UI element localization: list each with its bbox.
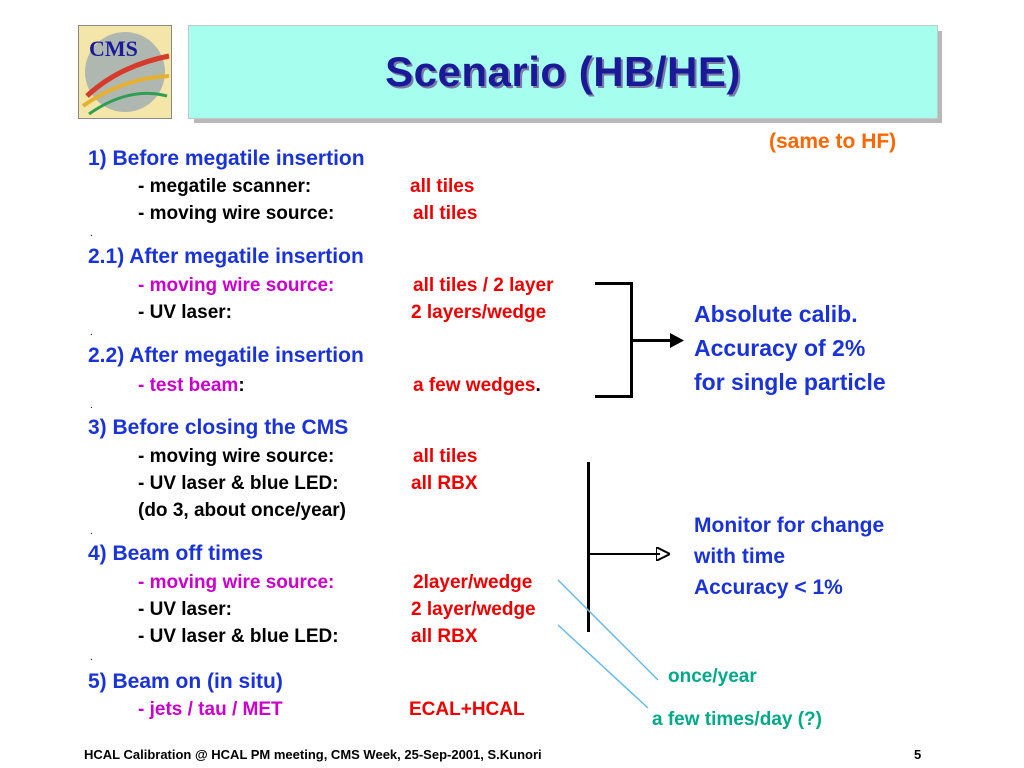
section-2-1-item-2-value: 2 layers/wedge [411, 302, 547, 323]
section-3-item-2-label: - UV laser & blue LED: [138, 473, 339, 494]
section-4-item-2-label: - UV laser: [138, 599, 232, 620]
arrow-1-head-icon [670, 333, 684, 348]
cms-logo: CMS [78, 25, 172, 119]
callout-once-year: once/year [668, 666, 757, 687]
monitor-line-2: with time [694, 545, 786, 568]
section-2-1-heading: 2.1) After megatile insertion [88, 245, 364, 268]
section-2-2-heading: 2.2) After megatile insertion [88, 344, 364, 367]
section-4-item-3-value: all RBX [411, 626, 478, 647]
separator-dot: . [90, 400, 93, 411]
section-1-item-1-value: all tiles [410, 176, 475, 197]
page-title: Scenario (HB/HE) [385, 48, 741, 95]
separator-dot: . [90, 526, 93, 537]
section-4-item-3-label: - UV laser & blue LED: [138, 626, 339, 647]
section-2-2-item-1-colon: : [238, 375, 245, 396]
bracket-bottom-arm [595, 395, 633, 398]
section-2-1-item-1-value: all tiles / 2 layer [413, 275, 554, 296]
section-4-item-1-value: 2layer/wedge [413, 572, 533, 593]
bracket-top-arm [595, 282, 633, 285]
section-2-1-item-2-label: - UV laser: [138, 302, 232, 323]
section-2-2-item-1-value-group: a few wedges. [413, 375, 541, 397]
callout-lines [557, 579, 659, 709]
logo-text: CMS [89, 36, 138, 61]
section-3-item-1-value: all tiles [413, 446, 478, 467]
section-5-item-1-value: ECAL+HCAL [409, 699, 525, 720]
callout-few-times-day: a few times/day (?) [652, 709, 822, 730]
separator-dot: . [90, 327, 93, 338]
arrow-2-head-icon [656, 547, 670, 561]
section-3-item-2-value: all RBX [411, 473, 478, 494]
page-number: 5 [914, 747, 922, 762]
section-5-item-1-label: - jets / tau / MET [138, 699, 283, 720]
section-2-1-item-1-label: - moving wire source: [138, 275, 335, 296]
section-2-2-item-1-period: . [535, 375, 541, 396]
separator-dot: . [90, 652, 93, 663]
monitor-line-1: Monitor for change [694, 514, 885, 537]
section-4-heading: 4) Beam off times [88, 542, 264, 565]
bracket-vertical [630, 282, 633, 398]
title-box: Scenario (HB/HE) [188, 25, 938, 119]
section-3-note: (do 3, about once/year) [138, 500, 346, 521]
section-2-2-item-1-label: - test beam [138, 375, 239, 396]
section-1-item-2-value: all tiles [413, 203, 478, 224]
section-5-heading: 5) Beam on (in situ) [88, 670, 283, 693]
section-1-heading: 1) Before megatile insertion [88, 147, 365, 170]
footer-text: HCAL Calibration @ HCAL PM meeting, CMS … [84, 747, 542, 762]
monitor-vertical-line [587, 462, 590, 632]
section-1-item-1-label: - megatile scanner: [138, 176, 312, 197]
section-3-item-1-label: - moving wire source: [138, 446, 335, 467]
absolute-calib-line-2: Accuracy of 2% [694, 335, 866, 361]
section-1-item-2-label: - moving wire source: [138, 203, 335, 224]
section-2-2-item-1-label-group: - test beam: [138, 375, 245, 397]
arrow-1-shaft [633, 339, 677, 342]
absolute-calib-line-1: Absolute calib. [694, 301, 858, 327]
section-3-heading: 3) Before closing the CMS [88, 416, 349, 439]
cms-logo-graphic-icon: CMS [81, 32, 170, 116]
same-to-hf-note: (same to HF) [769, 130, 897, 153]
section-4-item-2-value: 2 layer/wedge [411, 599, 536, 620]
separator-dot: . [90, 228, 93, 239]
arrow-2-shaft [590, 553, 660, 555]
section-2-2-item-1-value: a few wedges [413, 375, 536, 396]
absolute-calib-line-3: for single particle [694, 369, 886, 395]
monitor-line-3: Accuracy < 1% [694, 576, 843, 599]
section-4-item-1-label: - moving wire source: [138, 572, 335, 593]
